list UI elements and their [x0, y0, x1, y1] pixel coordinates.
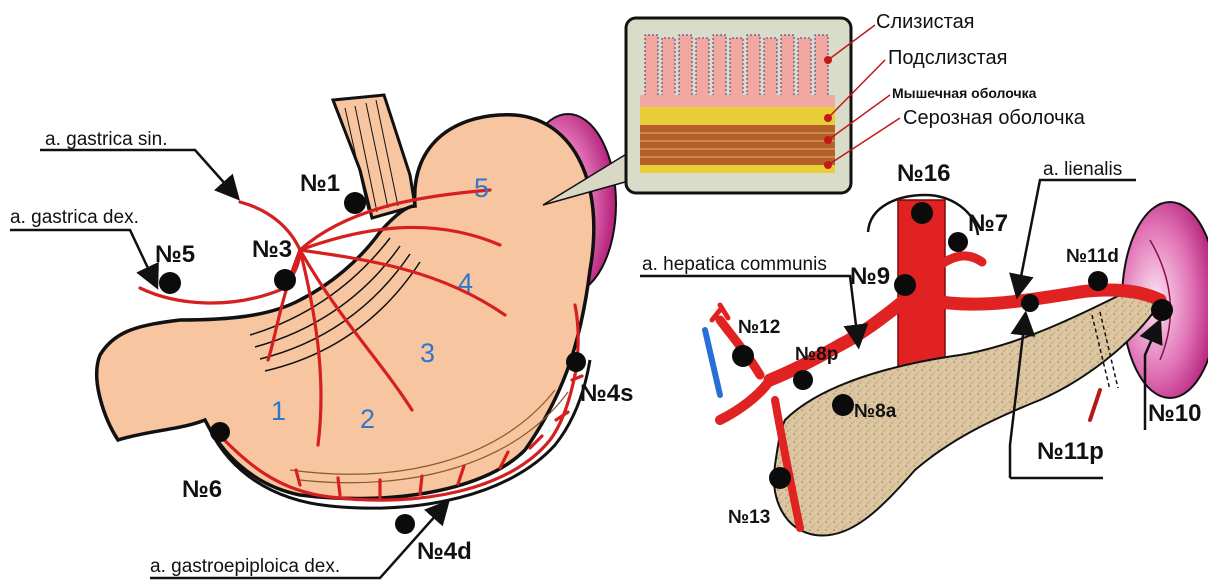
layer-submucosa: Подслизстая: [888, 48, 1007, 68]
node-label-9: №9: [850, 265, 890, 289]
node-label-5: №5: [155, 243, 195, 267]
node-label-16: №16: [897, 162, 950, 186]
node-dot-11p: [1021, 294, 1039, 312]
zone-4: 4: [458, 270, 473, 297]
layer-serosa: Серозная оболочка: [903, 108, 1085, 128]
node-label-6: №6: [182, 478, 222, 502]
node-dot-10: [1151, 299, 1173, 321]
node-dot-11d: [1088, 271, 1108, 291]
node-dot-4d: [395, 514, 415, 534]
node-dot-1: [344, 192, 366, 214]
label-gastroepiploica-dex: a. gastroepiploica dex.: [150, 557, 340, 576]
node-dot-9: [894, 274, 916, 296]
pancreas: [774, 289, 1156, 536]
node-dot-16: [911, 202, 933, 224]
node-dot-4s: [566, 352, 586, 372]
node-label-10: №10: [1148, 402, 1201, 426]
node-label-11p: №11p: [1037, 440, 1104, 464]
node-dot-6: [210, 422, 230, 442]
zone-2: 2: [360, 406, 375, 433]
label-gastrica-sin: a. gastrica sin.: [45, 130, 168, 149]
zone-5: 5: [474, 175, 489, 202]
node-label-12: №12: [738, 318, 780, 337]
layer-muscular: Мышечная оболочка: [892, 86, 1036, 100]
node-label-8p: №8p: [795, 345, 838, 364]
layer-mucosa: Слизистая: [876, 12, 975, 32]
label-gastrica-dex: a. gastrica dex.: [10, 208, 139, 227]
node-label-4s: №4s: [580, 382, 633, 406]
node-dot-7: [948, 232, 968, 252]
node-dot-12: [732, 345, 754, 367]
node-dot-5: [159, 272, 181, 294]
node-label-3: №3: [252, 238, 292, 262]
node-dot-8p: [793, 370, 813, 390]
zone-3: 3: [420, 340, 435, 367]
node-label-8a: №8a: [854, 402, 896, 421]
node-dot-13: [769, 467, 791, 489]
node-label-7: №7: [968, 212, 1008, 236]
stomach: [97, 115, 594, 508]
label-hepatica-communis: a. hepatica communis: [642, 255, 827, 274]
node-label-1: №1: [300, 172, 340, 196]
wall-inset: [626, 18, 900, 193]
label-lienalis: a. lienalis: [1043, 160, 1122, 179]
zone-1: 1: [271, 398, 286, 425]
node-dot-8a: [832, 394, 854, 416]
node-label-13: №13: [728, 508, 770, 527]
node-label-11d: №11d: [1066, 247, 1119, 266]
node-label-4d: №4d: [417, 540, 472, 564]
node-dot-3: [274, 269, 296, 291]
